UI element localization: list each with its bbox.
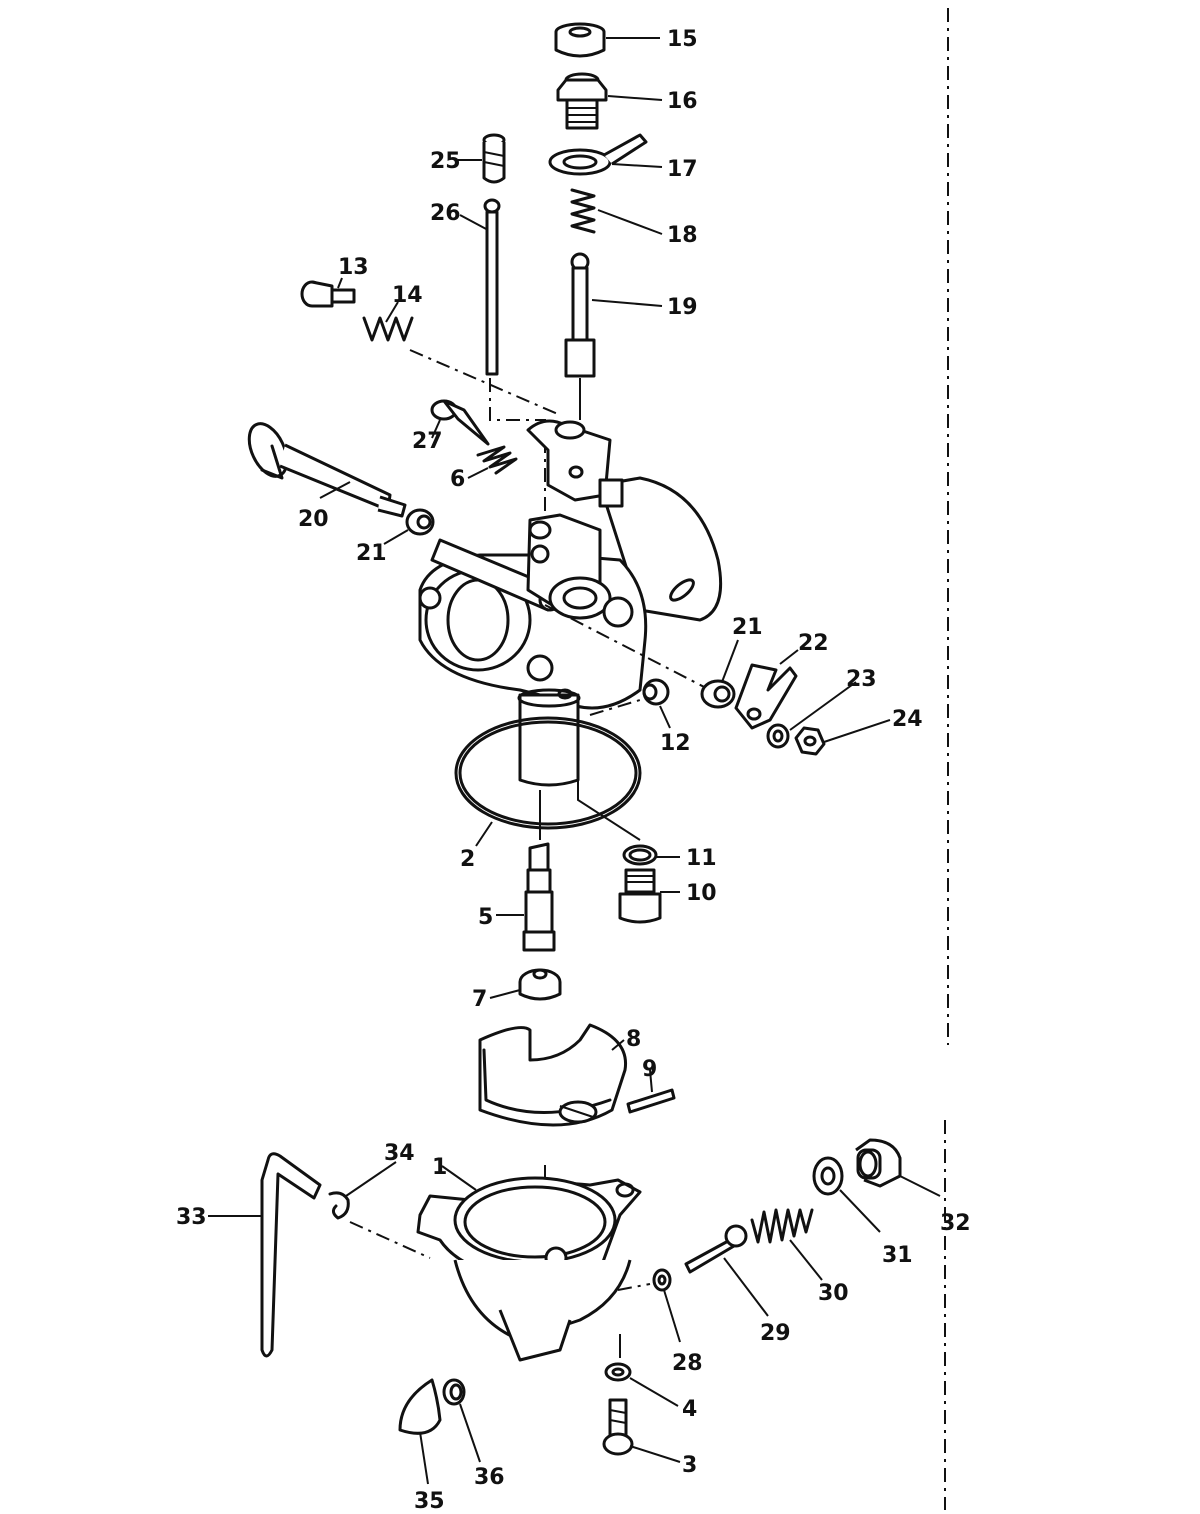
axis-line-11	[577, 720, 641, 841]
part-25-screw	[482, 133, 506, 184]
part-15-cap	[554, 22, 606, 58]
part-14-spring	[362, 316, 414, 342]
part-16-plug	[556, 72, 608, 130]
part-9-pin	[626, 1088, 676, 1114]
callout-27: 27	[412, 429, 443, 454]
part-24-nut	[794, 726, 826, 756]
callout-35: 35	[414, 1489, 445, 1514]
callout-18: 18	[667, 223, 698, 248]
callout-22: 22	[798, 631, 829, 656]
part-2-gasket	[454, 716, 642, 830]
callout-19: 19	[667, 295, 698, 320]
part-21-bushing-right	[700, 679, 736, 709]
callout-28: 28	[672, 1351, 703, 1376]
part-23-washer	[766, 723, 790, 749]
part-10-jet-plug	[618, 868, 662, 924]
part-28-washer	[652, 1268, 672, 1292]
part-12-plug	[642, 678, 670, 706]
callout-33: 33	[176, 1205, 207, 1230]
part-32-plug	[855, 1138, 902, 1188]
callout-23: 23	[846, 667, 877, 692]
axis-line-14	[409, 349, 561, 416]
part-34-clip	[328, 1191, 350, 1220]
part-29-needle	[684, 1224, 748, 1274]
callout-2: 2	[460, 847, 475, 872]
axis-line-26	[489, 378, 546, 525]
part-8-float	[478, 1023, 628, 1127]
callout-3: 3	[682, 1453, 697, 1478]
part-27-idle-screw	[430, 399, 490, 446]
part-30-spring	[750, 1208, 814, 1244]
callout-34: 34	[384, 1141, 415, 1166]
callout-15: 15	[667, 27, 698, 52]
part-17-washer-tab	[548, 133, 648, 176]
axis-line-12	[589, 699, 641, 716]
part-31-washer	[812, 1156, 844, 1196]
axis-line-shaft	[544, 604, 711, 691]
part-20-throttle-shaft	[247, 422, 407, 518]
callout-21-left: 21	[356, 541, 387, 566]
callout-29: 29	[760, 1321, 791, 1346]
part-11-washer	[622, 844, 658, 866]
callout-24: 24	[892, 707, 923, 732]
callout-14: 14	[392, 283, 423, 308]
callout-32: 32	[940, 1211, 971, 1236]
part-26-rod	[483, 198, 501, 376]
callout-11: 11	[686, 846, 717, 871]
leader-lines	[208, 37, 941, 1485]
callout-20: 20	[298, 507, 329, 532]
part-7-plug	[518, 968, 562, 1001]
callout-10: 10	[686, 881, 717, 906]
part-13-screw	[300, 280, 356, 308]
part-4-washer	[604, 1362, 632, 1382]
axis-line-28	[617, 1283, 651, 1291]
callout-12: 12	[660, 731, 691, 756]
callout-36: 36	[474, 1465, 505, 1490]
part-35-cap	[398, 1378, 442, 1435]
callout-17: 17	[667, 157, 698, 182]
callout-7: 7	[472, 987, 487, 1012]
callout-6: 6	[450, 467, 465, 492]
callout-5: 5	[478, 905, 493, 930]
part-1-float-bowl	[416, 1176, 642, 1362]
callout-31: 31	[882, 1243, 913, 1268]
callout-9: 9	[642, 1057, 657, 1082]
callout-26: 26	[430, 201, 461, 226]
callout-13: 13	[338, 255, 369, 280]
part-5-main-jet	[522, 842, 556, 952]
part-21-bushing-left	[405, 508, 435, 536]
callout-30: 30	[818, 1281, 849, 1306]
callout-4: 4	[682, 1397, 697, 1422]
callout-labels: 15 16 17 18 19 25 26 13 14 27 6 20 21 21…	[176, 27, 971, 1514]
part-6-spring	[476, 445, 518, 475]
part-19-needle	[564, 252, 596, 378]
callout-25: 25	[430, 149, 461, 174]
part-33-tube	[260, 1152, 322, 1358]
part-22-lever-plate	[734, 663, 798, 730]
callout-16: 16	[667, 89, 698, 114]
callout-8: 8	[626, 1027, 641, 1052]
part-36-ring	[442, 1378, 466, 1406]
part-18-spring	[570, 188, 596, 234]
callout-21-right: 21	[732, 615, 763, 640]
part-3-screw	[602, 1398, 634, 1456]
callout-1: 1	[432, 1155, 447, 1180]
